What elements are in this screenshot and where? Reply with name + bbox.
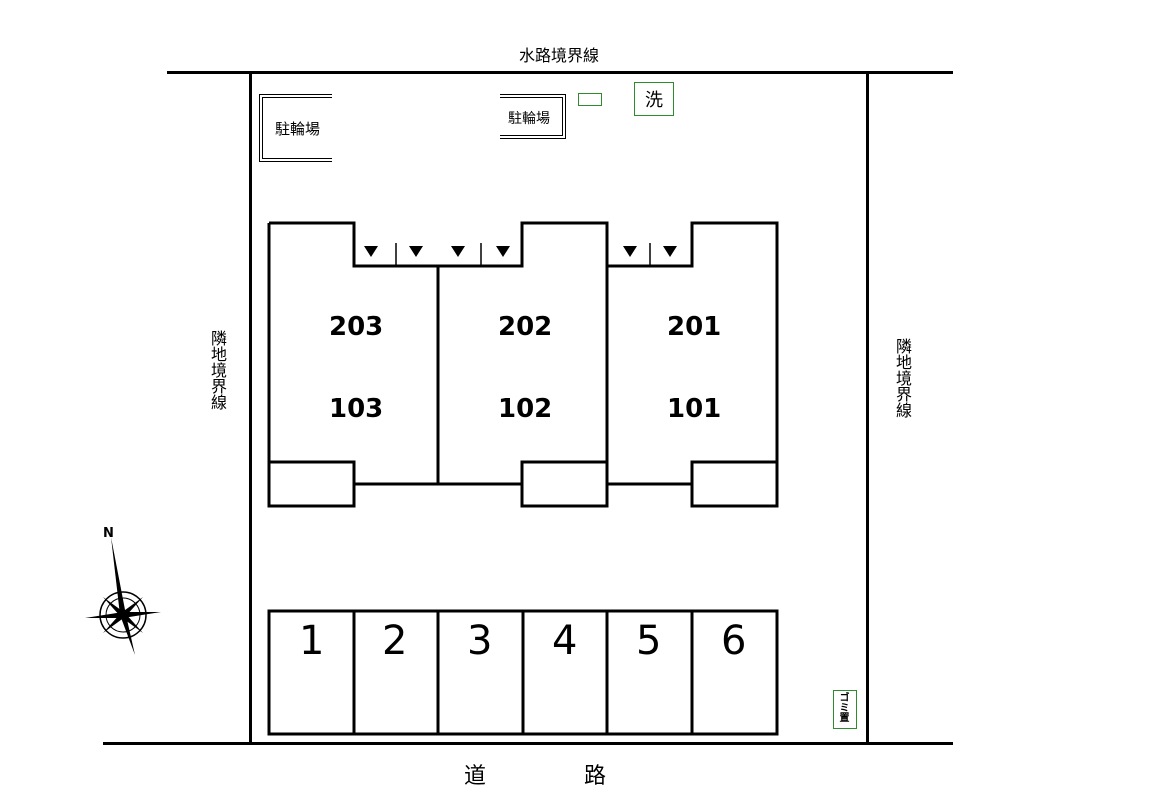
parking-space-6: 6 xyxy=(721,618,747,664)
parking-space-4: 4 xyxy=(552,618,578,664)
garbage-area: ゴミ置 xyxy=(833,690,857,729)
unit-201: 201 xyxy=(667,312,722,342)
parking-space-2: 2 xyxy=(382,618,408,664)
bicycle-parking-left: 駐輪場 xyxy=(259,94,332,162)
washer-box: 洗 xyxy=(634,82,674,116)
entrance-marker-3 xyxy=(451,246,465,257)
road-boundary-line xyxy=(103,742,953,745)
unit-103: 103 xyxy=(329,394,384,424)
unit-202: 202 xyxy=(498,312,553,342)
unit-102: 102 xyxy=(498,394,553,424)
entrance-marker-1 xyxy=(364,246,378,257)
washer-label: 洗 xyxy=(645,90,663,111)
left-neighbor-boundary-label: 隣地境界線 xyxy=(208,330,227,410)
road-label-2: 路 xyxy=(584,764,607,789)
entrance-marker-6 xyxy=(663,246,677,257)
garbage-label: ゴミ置 xyxy=(837,692,848,722)
small-green-box xyxy=(578,93,602,106)
right-neighbor-boundary-label: 隣地境界線 xyxy=(893,338,912,418)
right-boundary-line xyxy=(866,71,869,745)
entrance-marker-5 xyxy=(623,246,637,257)
left-boundary-line xyxy=(249,71,252,745)
entrance-marker-4 xyxy=(496,246,510,257)
compass-north-label: N xyxy=(103,526,114,541)
parking-space-1: 1 xyxy=(299,618,325,664)
bicycle-parking-left-label: 駐輪場 xyxy=(275,120,321,138)
compass-rose xyxy=(85,537,161,655)
parking-space-3: 3 xyxy=(467,618,493,664)
entrance-marker-2 xyxy=(409,246,423,257)
unit-101: 101 xyxy=(667,394,722,424)
top-boundary-line xyxy=(167,71,953,74)
parking-row xyxy=(267,609,779,736)
parking-space-5: 5 xyxy=(636,618,662,664)
waterway-boundary-label: 水路境界線 xyxy=(519,46,600,65)
bicycle-parking-right: 駐輪場 xyxy=(500,94,566,139)
road-label-1: 道 xyxy=(464,764,487,789)
bicycle-parking-right-label: 駐輪場 xyxy=(508,111,550,127)
unit-203: 203 xyxy=(329,312,384,342)
